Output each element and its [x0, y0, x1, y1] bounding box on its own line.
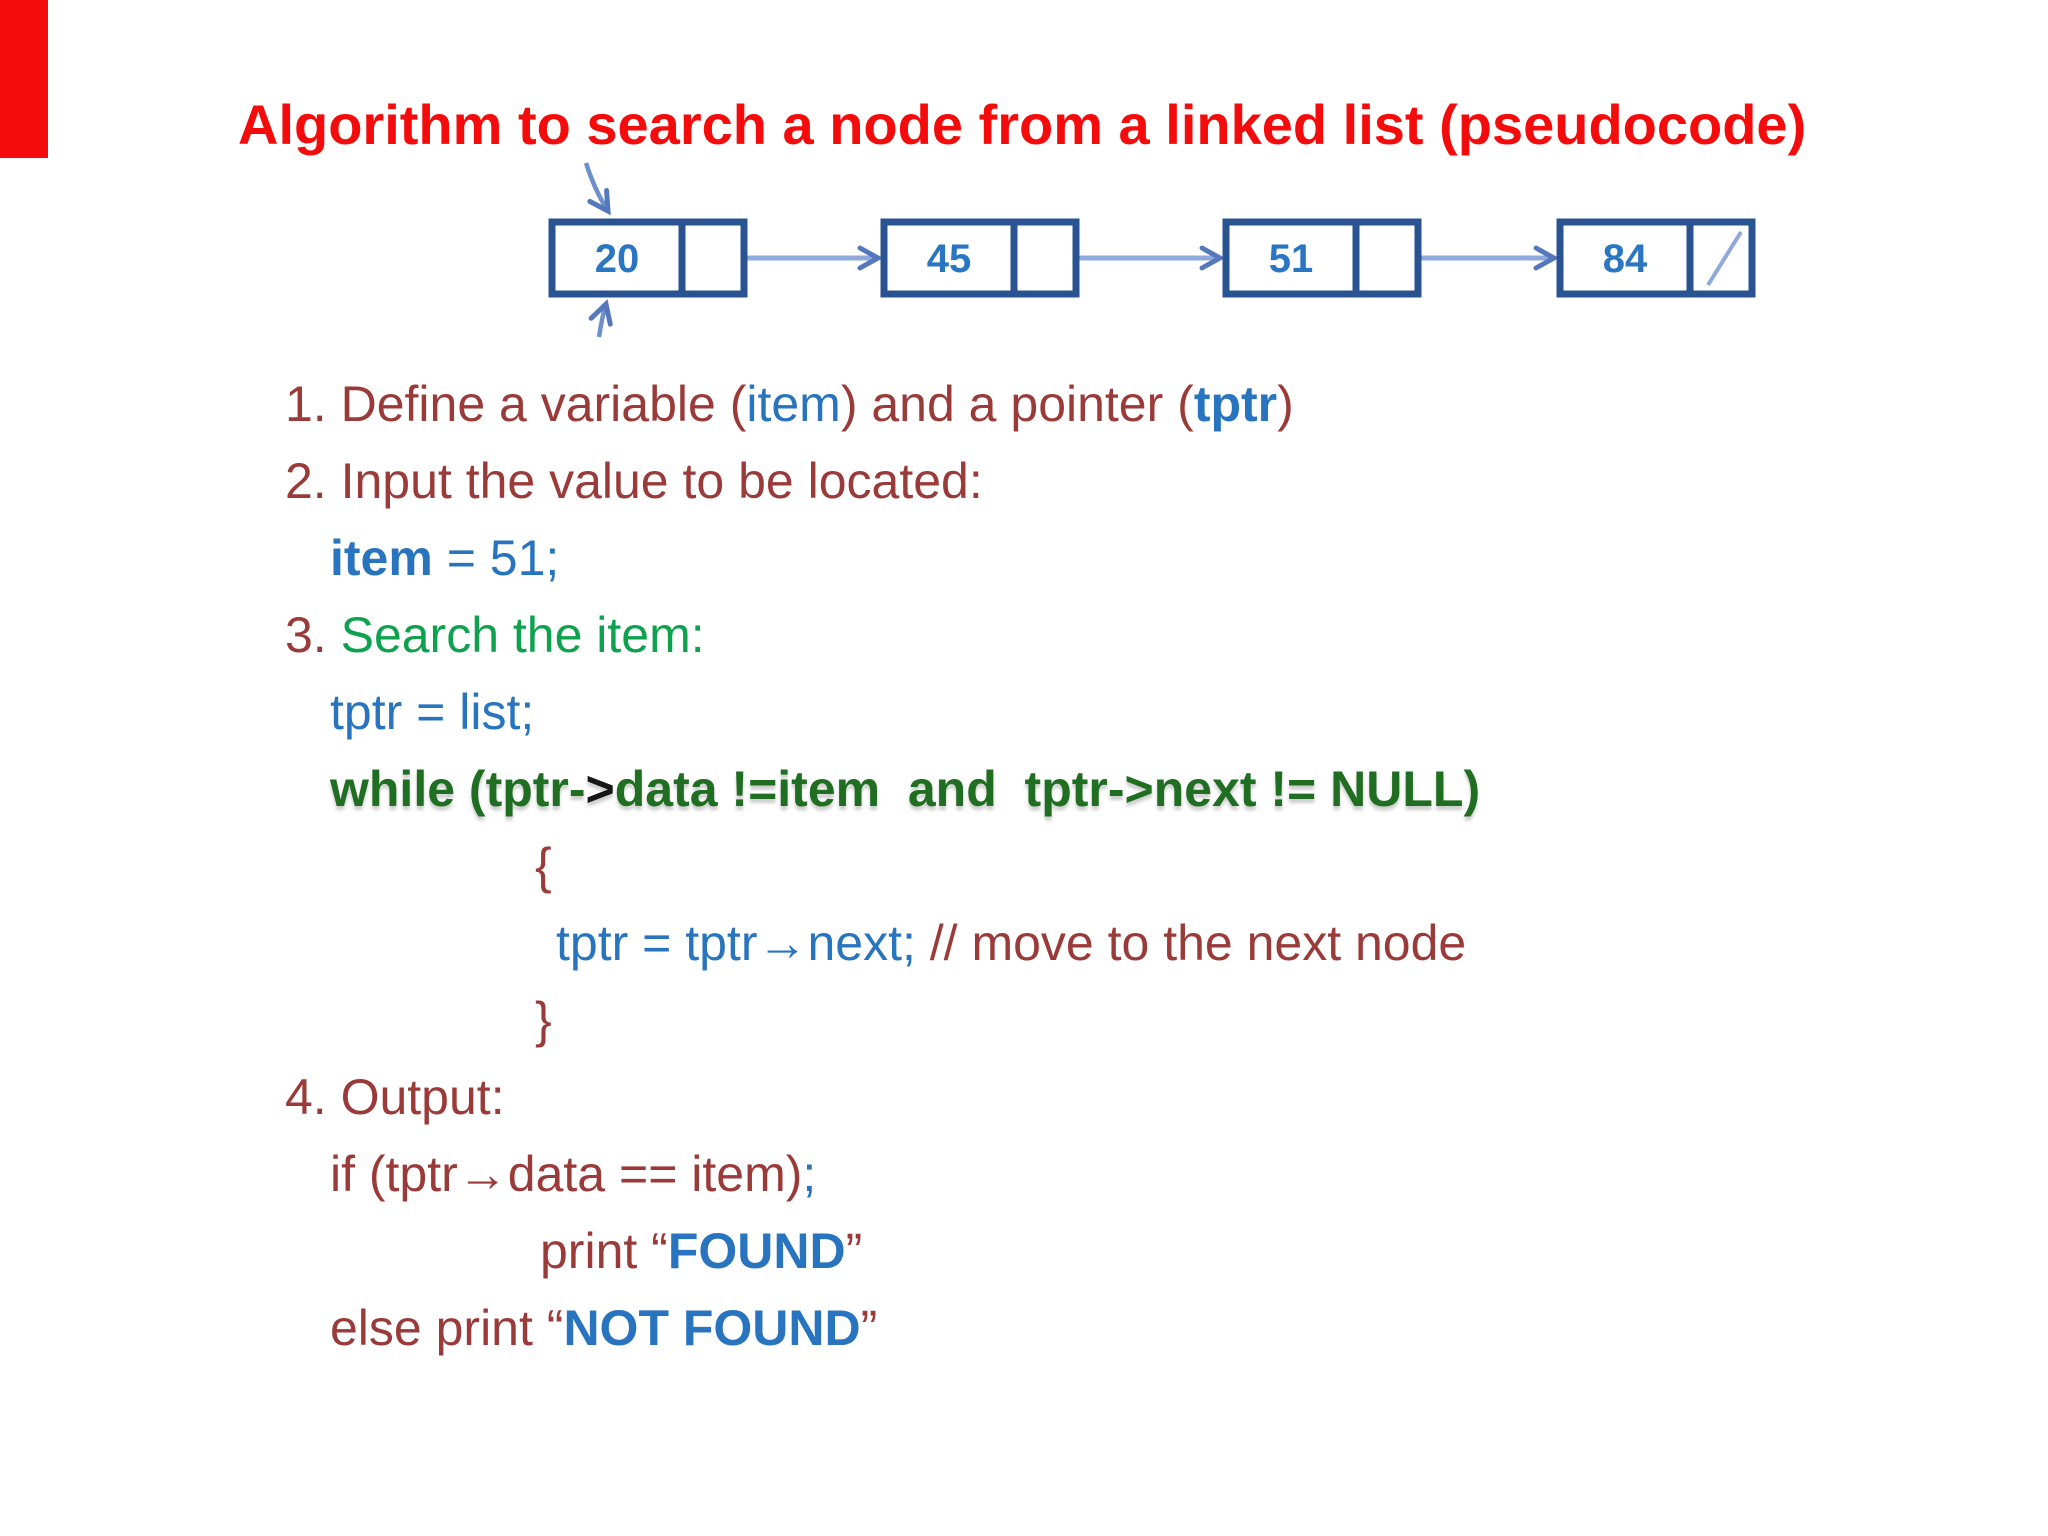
node-value: 45 — [927, 237, 972, 281]
code-line-4: 3. Search the item: — [0, 597, 1480, 674]
node-value: 20 — [595, 237, 640, 281]
code-line-3: item = 51; — [0, 520, 1480, 597]
code-seg: 1. Define a variable ( — [285, 376, 747, 432]
code-line-2: 2. Input the value to be located: — [0, 443, 1480, 520]
code-line-9: } — [0, 982, 1480, 1059]
linked-list-diagram: 20 45 51 84 — [548, 162, 1756, 338]
code-line-7: { — [0, 828, 1480, 905]
node-value: 84 — [1603, 237, 1648, 281]
slide-title: Algorithm to search a node from a linked… — [238, 93, 1807, 156]
code-seg: = 51; — [432, 530, 560, 586]
code-line-12: print “FOUND” — [0, 1213, 1480, 1290]
code-seg: else print “ — [330, 1300, 564, 1356]
code-seg: tptr — [1193, 376, 1278, 432]
code-seg: Search the item: — [340, 607, 705, 663]
node-value: 51 — [1269, 237, 1314, 281]
code-seg: ” — [860, 1300, 878, 1356]
code-seg: // move to the next node — [929, 915, 1467, 971]
code-seg: 3. — [285, 607, 341, 663]
pseudocode-block: 1. Define a variable (item) and a pointe… — [0, 366, 1480, 1367]
code-seg: tptr = tptr→next; — [556, 915, 930, 971]
list-node-2: 45 — [880, 218, 1080, 298]
tail-up-arrow-icon — [588, 299, 613, 338]
code-seg: 4. Output: — [285, 1069, 505, 1125]
code-seg: print “ — [540, 1223, 668, 1279]
code-line-8: tptr = tptr→next; // move to the next no… — [0, 905, 1480, 982]
code-seg: if (tptr→data == item) — [330, 1146, 803, 1202]
code-seg: item — [746, 376, 841, 432]
null-slash-icon — [1706, 230, 1743, 287]
code-seg: FOUND — [667, 1223, 846, 1279]
code-seg: } — [535, 992, 552, 1048]
list-node-3: 51 — [1222, 218, 1422, 298]
code-seg: ) — [1277, 376, 1294, 432]
code-seg: > — [585, 761, 615, 817]
code-line-11: if (tptr→data == item); — [0, 1136, 1480, 1213]
corner-red-mark — [0, 0, 48, 158]
code-line-5: tptr = list; — [0, 674, 1480, 751]
code-seg: NOT FOUND — [563, 1300, 861, 1356]
code-seg: ; — [802, 1146, 817, 1202]
code-line-13: else print “NOT FOUND” — [0, 1290, 1480, 1367]
code-line-1: 1. Define a variable (item) and a pointe… — [0, 366, 1480, 443]
list-node-1: 20 — [548, 218, 748, 298]
code-seg: { — [535, 838, 552, 894]
code-seg: item — [330, 530, 433, 586]
code-seg: ” — [845, 1223, 863, 1279]
code-seg: 2. Input the value to be located: — [285, 453, 983, 509]
head-pointer-arrow-icon — [583, 162, 611, 216]
code-seg: ) and a pointer ( — [840, 376, 1194, 432]
code-line-10: 4. Output: — [0, 1059, 1480, 1136]
code-seg: while (tptr- — [330, 761, 586, 817]
list-node-4: 84 — [1556, 218, 1756, 298]
code-line-6: while (tptr->data !=item and tptr->next … — [0, 751, 1480, 828]
code-seg: data !=item and tptr->next != NULL) — [614, 761, 1481, 817]
code-seg: tptr = list; — [330, 684, 535, 740]
